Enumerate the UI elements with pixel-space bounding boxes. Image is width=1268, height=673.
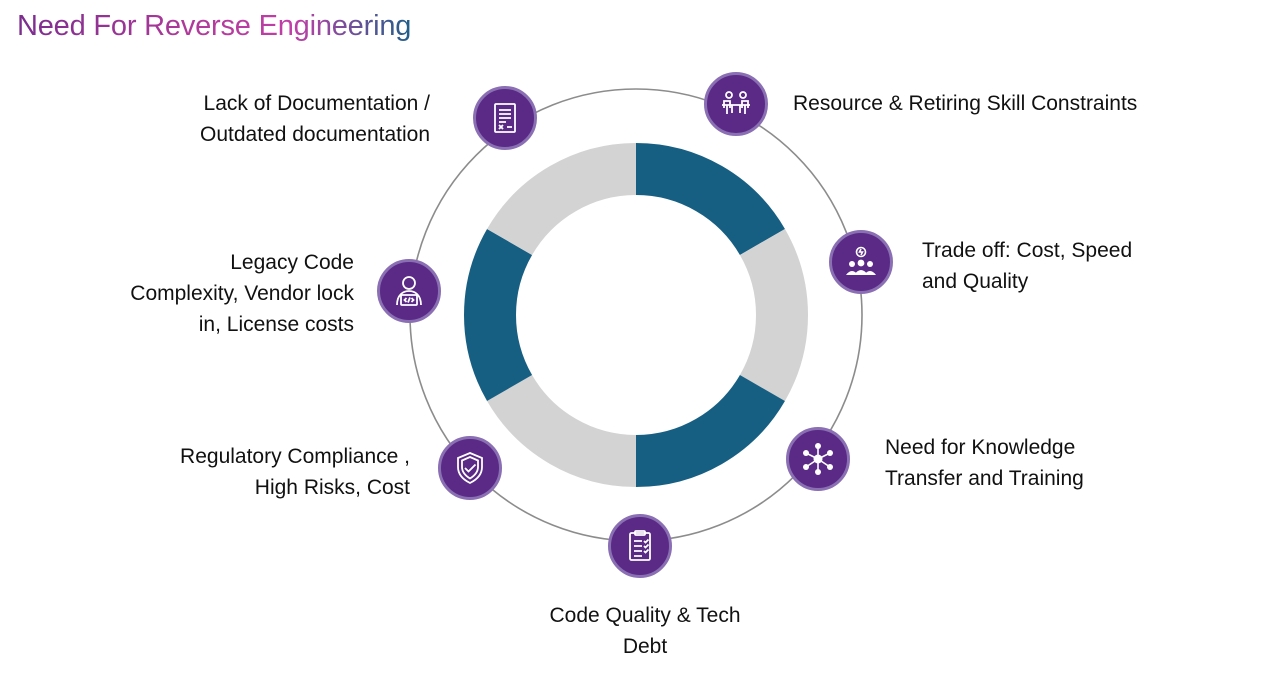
document-icon-node — [473, 86, 537, 150]
label-line: and Quality — [922, 270, 1029, 293]
label-trade-off: Trade off: Cost, Speed and Quality — [922, 235, 1132, 297]
label-line: Legacy Code — [230, 251, 354, 274]
label-knowledge-transfer: Need for Knowledge Transfer and Training — [885, 432, 1084, 494]
label-line: Outdated documentation — [200, 123, 430, 146]
developer-laptop-icon-node — [377, 259, 441, 323]
document-icon — [494, 103, 516, 133]
checklist-clipboard-icon-node — [608, 514, 672, 578]
label-regulatory-compliance: Regulatory Compliance , High Risks, Cost — [130, 441, 410, 503]
donut-ring — [464, 143, 808, 487]
ring-segment-gray — [487, 143, 637, 256]
ring-segment-teal — [635, 374, 785, 487]
label-line: Trade off: Cost, Speed — [922, 239, 1133, 262]
label-line: Code Quality & Tech — [549, 604, 741, 627]
ring-segment-gray — [487, 374, 637, 487]
label-line: Need for Knowledge — [885, 436, 1076, 459]
network-hub-icon-node — [786, 427, 850, 491]
label-lack-of-documentation: Lack of Documentation / Outdated documen… — [130, 88, 430, 150]
label-line: Resource & Retiring Skill Constraints — [793, 92, 1138, 115]
ring-segment-teal — [464, 229, 533, 401]
page-title: Need For Reverse Engineering — [17, 10, 412, 42]
label-legacy-code: Legacy Code Complexity, Vendor lock in, … — [74, 247, 354, 340]
shield-check-icon-node — [438, 436, 502, 500]
checklist-clipboard-icon — [629, 530, 651, 561]
label-line: Debt — [622, 635, 668, 658]
network-hub-icon — [803, 443, 833, 475]
label-resource-skill-constraints: Resource & Retiring Skill Constraints — [793, 88, 1137, 119]
team-idea-icon — [846, 246, 876, 275]
ring-segment-gray — [739, 229, 808, 401]
ring-segment-teal — [635, 143, 785, 256]
team-idea-icon-node — [829, 230, 893, 294]
label-line: High Risks, Cost — [254, 476, 410, 499]
shield-check-icon — [457, 452, 483, 485]
meeting-table-icon — [722, 91, 750, 114]
label-line: in, License costs — [198, 313, 354, 336]
label-code-quality: Code Quality & Tech Debt — [535, 600, 755, 662]
meeting-table-icon-node — [704, 72, 768, 136]
label-line: Complexity, Vendor lock — [130, 282, 354, 305]
label-line: Lack of Documentation / — [203, 92, 430, 115]
label-line: Regulatory Compliance , — [180, 445, 410, 468]
developer-laptop-icon — [396, 276, 422, 306]
label-line: Transfer and Training — [885, 467, 1084, 490]
